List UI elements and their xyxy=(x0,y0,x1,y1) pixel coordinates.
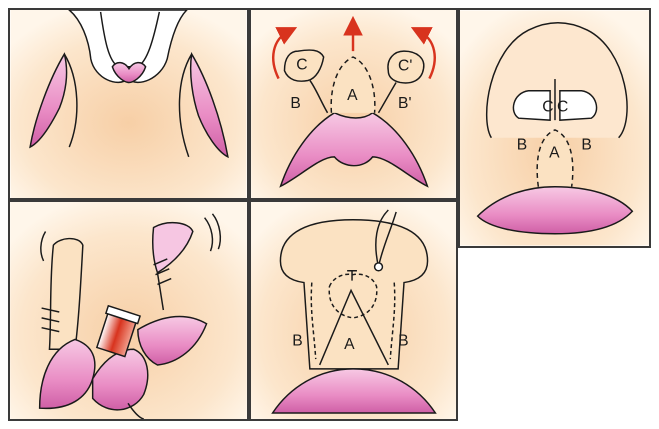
label-b-left: B xyxy=(517,137,527,154)
label-a: A xyxy=(549,144,560,161)
label-c-prime: C' xyxy=(398,58,412,75)
panel-flap-elevation xyxy=(8,200,249,421)
label-b-prime: B' xyxy=(398,95,411,112)
panel-flap-design: C C' A B B' xyxy=(249,8,458,200)
suture-knot xyxy=(375,263,383,271)
label-c-right: C xyxy=(557,98,568,115)
panel-5-drawing: B A B xyxy=(251,202,456,419)
label-b-right: B xyxy=(398,332,408,349)
label-c: C xyxy=(296,57,307,74)
label-c-left: C xyxy=(542,98,553,115)
panel-cleft-initial xyxy=(8,8,249,200)
panel-columella: C C B A B xyxy=(458,8,651,248)
label-a: A xyxy=(347,87,358,104)
label-b-left: B xyxy=(292,332,302,349)
label-a: A xyxy=(344,336,355,353)
panel-closure: B A B xyxy=(249,200,458,421)
panel-2-drawing: C C' A B B' xyxy=(251,10,456,198)
label-b: B xyxy=(290,95,300,112)
label-b-right: B xyxy=(581,137,591,154)
panel-4-drawing xyxy=(10,202,247,419)
panel-3-drawing: C C B A B xyxy=(460,10,649,246)
panel-1-drawing xyxy=(10,10,247,198)
